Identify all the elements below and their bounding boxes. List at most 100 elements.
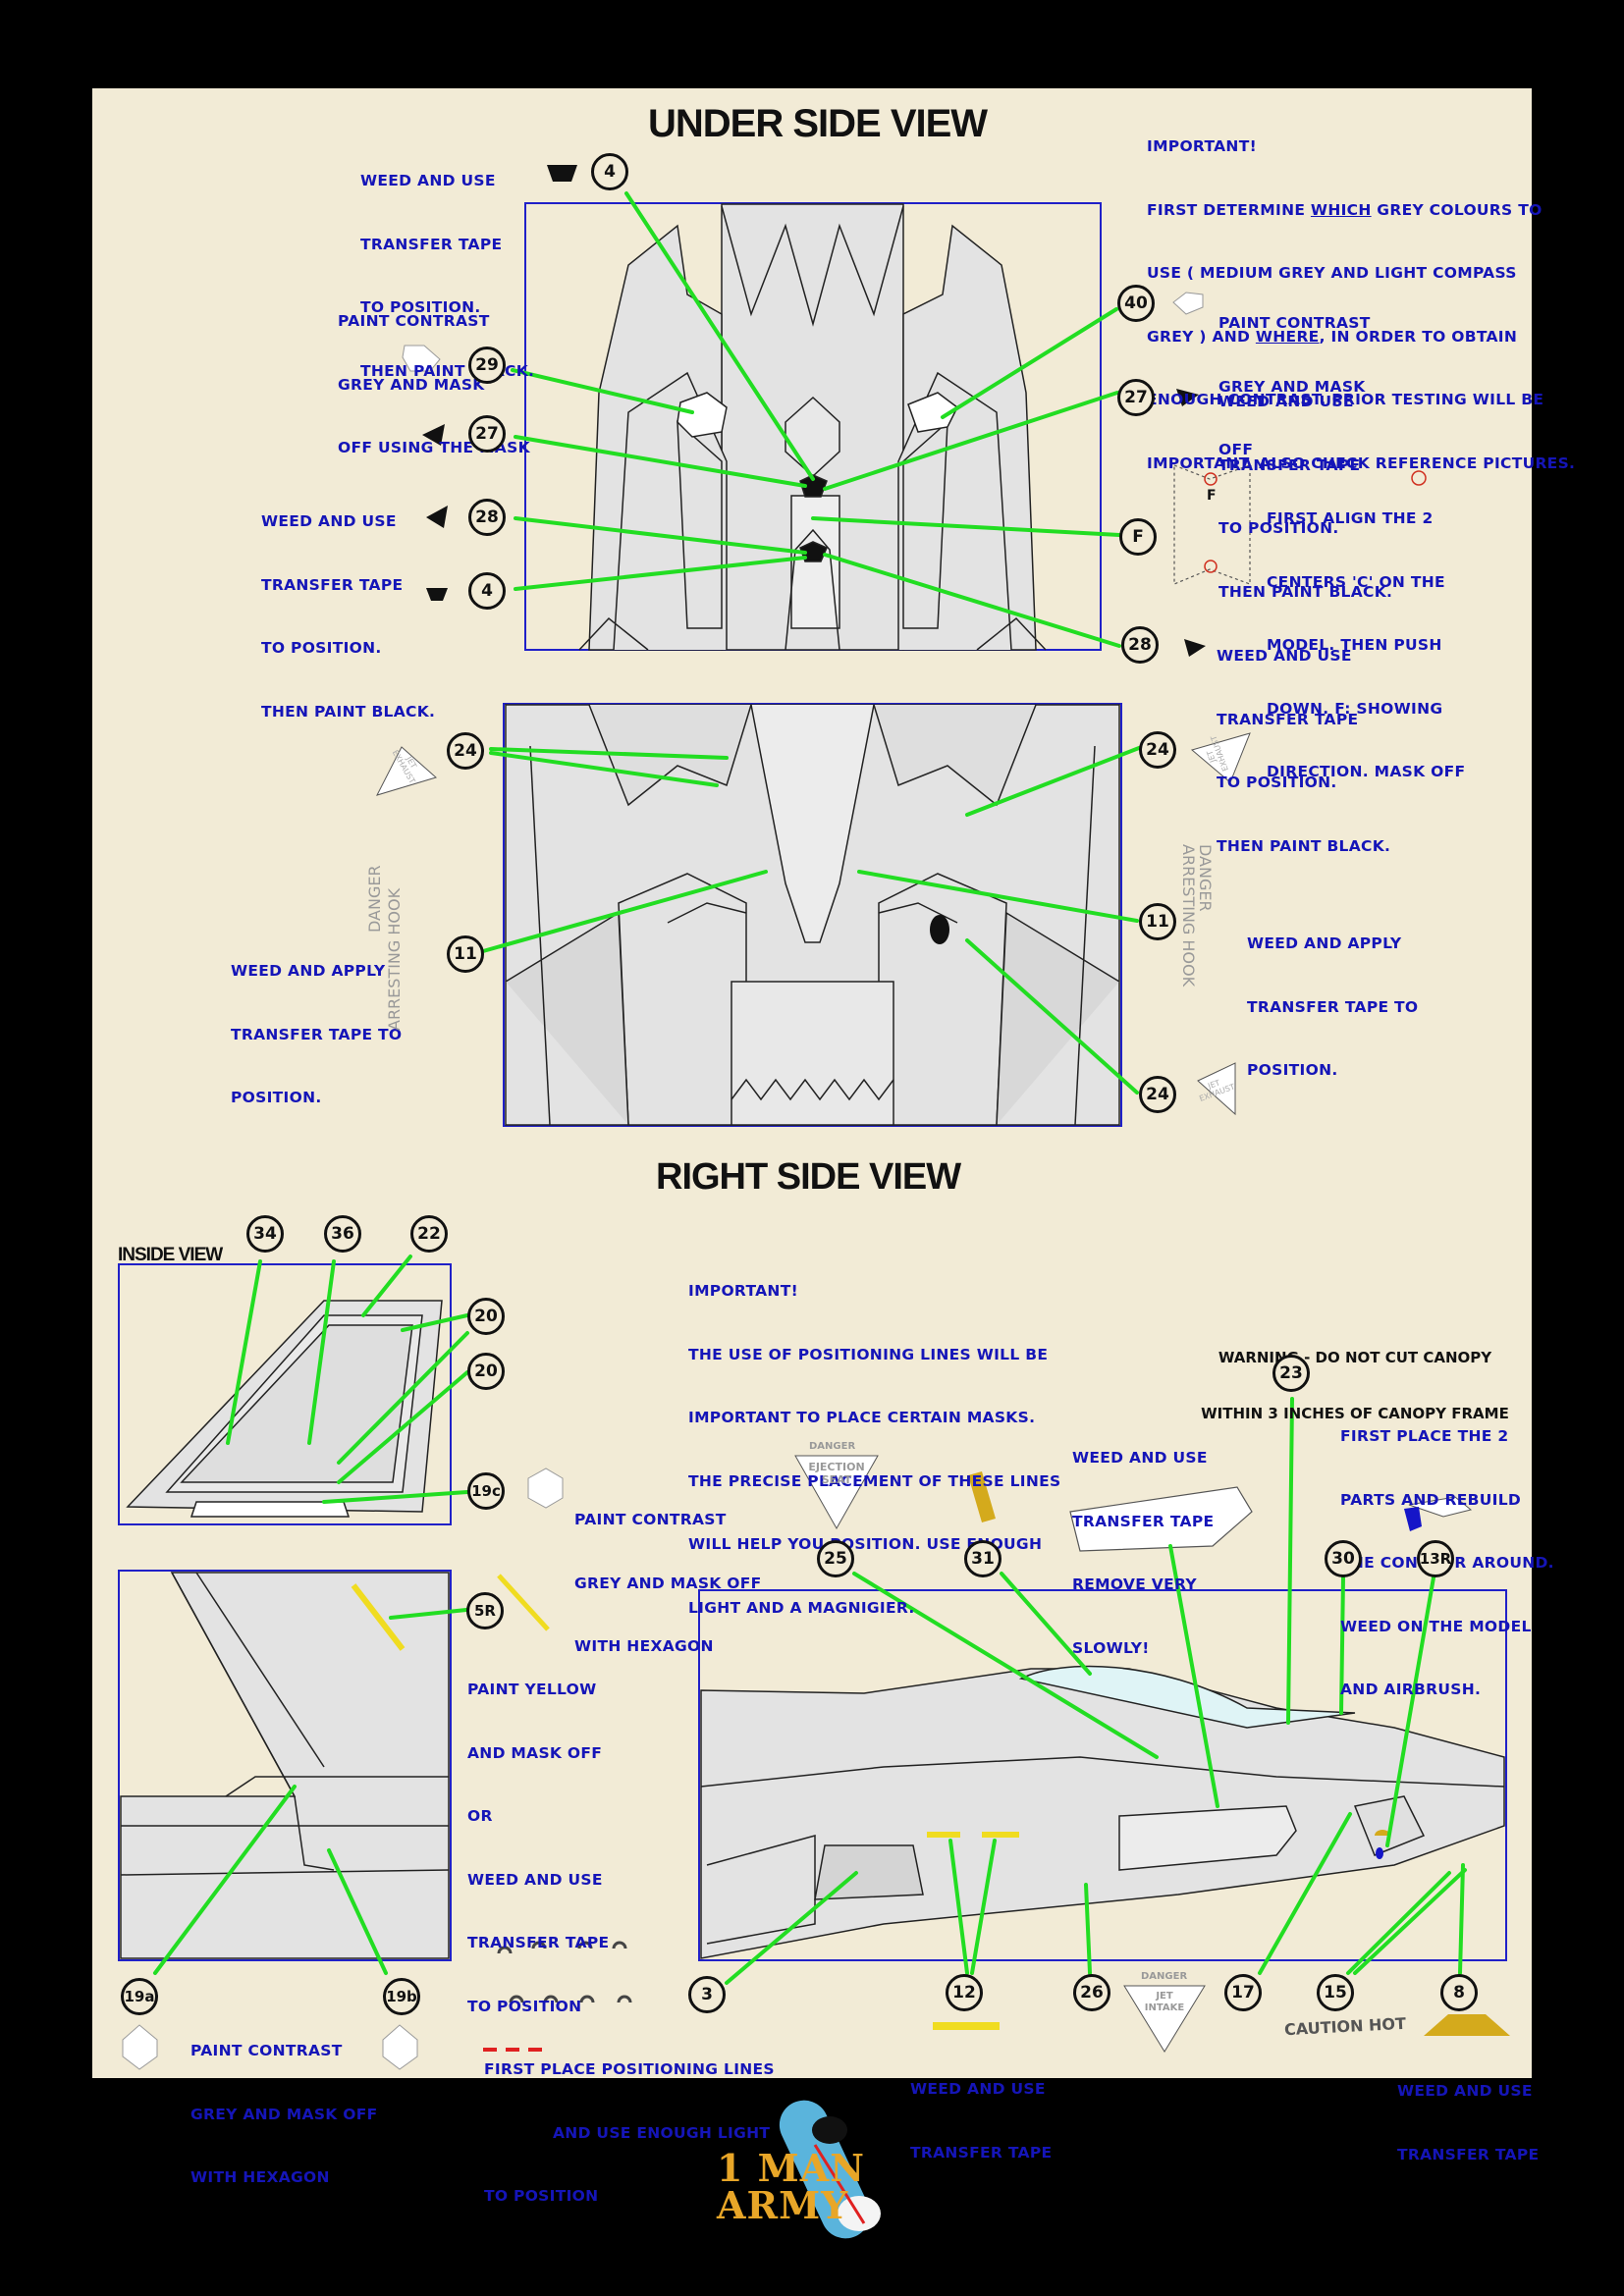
- note-text: POSITION.: [1247, 1061, 1338, 1079]
- callout-24-right-bottom[interactable]: 24: [1139, 1076, 1176, 1113]
- callout-26[interactable]: 26: [1073, 1974, 1110, 2011]
- note-text: OR: [467, 1807, 493, 1825]
- trapezoid-marker-4-top: [547, 165, 577, 182]
- hex-mask-29-decal: [402, 345, 441, 372]
- weed-paint-black-note-27: WEED AND USE TRANSFER TAPE TO POSITION. …: [1218, 349, 1392, 624]
- callout-24-right-top[interactable]: 24: [1139, 731, 1176, 769]
- logo-text: 1 MAN ARMY: [717, 2150, 865, 2224]
- callout-f[interactable]: F: [1119, 518, 1157, 556]
- weed-transfer-tape-note-8: WEED AND USE TRANSFER TAPE: [1397, 2039, 1539, 2187]
- note-text: WEED AND USE: [1218, 393, 1354, 410]
- callout-30[interactable]: 30: [1325, 1540, 1362, 1577]
- weed-remove-slowly-note: WEED AND USE TRANSFER TAPE REMOVE VERY S…: [1072, 1406, 1214, 1681]
- callout-19c[interactable]: 19c: [467, 1472, 505, 1510]
- callout-28-right[interactable]: 28: [1121, 626, 1159, 664]
- note-text: THEN PAINT BLACK.: [1217, 836, 1391, 855]
- callout-3[interactable]: 3: [688, 1976, 726, 2013]
- callout-17[interactable]: 17: [1224, 1974, 1262, 2011]
- paint-yellow-note: PAINT YELLOW AND MASK OFF OR WEED AND US…: [467, 1637, 609, 2039]
- weed-paint-black-note-top: WEED AND USE TRANSFER TAPE TO POSITION. …: [360, 129, 534, 403]
- note-text: WEED AND USE: [1217, 647, 1352, 665]
- note-text: PAINT YELLOW: [467, 1681, 597, 1698]
- f-direction-label: F: [1207, 488, 1217, 504]
- align-f-note: FIRST ALIGN THE 2 CENTERS 'C' ON THE MOD…: [1267, 466, 1465, 804]
- note-text: WEED ON THE MODEL: [1340, 1617, 1532, 1635]
- callout-23[interactable]: 23: [1272, 1355, 1310, 1392]
- note-text: GREY AND MASK OFF: [190, 2105, 378, 2123]
- note-text: AND AIRBRUSH.: [1340, 1681, 1482, 1698]
- note-text: IMPORTANT TO PLACE CERTAIN MASKS.: [688, 1409, 1036, 1426]
- mask-f-decal: [1173, 464, 1251, 585]
- callout-5r[interactable]: 5R: [466, 1592, 504, 1629]
- callout-11-right[interactable]: 11: [1139, 903, 1176, 940]
- hex-mask-19a: [122, 2024, 158, 2070]
- callout-11-left[interactable]: 11: [447, 935, 484, 973]
- note-text: TRANSFER TAPE TO: [1247, 997, 1419, 1016]
- note-text: TO POSITION.: [1217, 774, 1337, 791]
- note-text: THEN PAINT BLACK.: [360, 361, 535, 380]
- underside-top-panel: [524, 202, 1102, 651]
- callout-24-left[interactable]: 24: [447, 732, 484, 770]
- jet-intake-label: JET INTAKE: [1144, 1991, 1185, 2013]
- note-text: TO POSITION: [484, 2187, 599, 2205]
- note-text: PAINT CONTRAST: [338, 312, 490, 330]
- callout-31[interactable]: 31: [964, 1540, 1001, 1577]
- callout-8[interactable]: 8: [1440, 1974, 1478, 2011]
- positioning-marks: [497, 1941, 632, 2003]
- note-text: TRANSFER TAPE: [360, 235, 503, 253]
- danger-label-hook-left: DANGER: [365, 865, 384, 933]
- callout-29[interactable]: 29: [468, 347, 506, 384]
- callout-13r[interactable]: 13R: [1417, 1540, 1454, 1577]
- callout-20-b[interactable]: 20: [467, 1353, 505, 1390]
- warning-text: WARNING - DO NOT CUT CANOPY: [1218, 1349, 1492, 1366]
- note-text: PARTS AND REBUILD: [1340, 1490, 1522, 1509]
- logo-line-1: 1 MAN: [717, 2146, 865, 2190]
- callout-27-left[interactable]: 27: [468, 415, 506, 453]
- note-text: WEED AND USE: [261, 512, 397, 530]
- callout-25[interactable]: 25: [817, 1540, 854, 1577]
- callout-19b[interactable]: 19b: [383, 1978, 420, 2015]
- paint-contrast-hexagon-note-19c: PAINT CONTRAST GREY AND MASK OFF WITH HE…: [574, 1468, 762, 1679]
- callout-34[interactable]: 34: [246, 1215, 284, 1253]
- note-text: GREY AND MASK: [338, 375, 485, 394]
- underside-top-airframe: [578, 203, 1047, 651]
- rebuild-contour-mask: [1404, 1496, 1473, 1531]
- hook-mark: [930, 915, 949, 944]
- note-text: DOWN. F: SHOWING: [1267, 699, 1443, 718]
- note-text: LIGHT AND A MAGNIGIER.: [688, 1598, 915, 1617]
- note-text: PAINT CONTRAST: [1218, 314, 1371, 332]
- triangle-marker-28-right: [1184, 639, 1206, 657]
- callout-4-left[interactable]: 4: [468, 572, 506, 610]
- callout-20-a[interactable]: 20: [467, 1298, 505, 1335]
- callout-36[interactable]: 36: [324, 1215, 361, 1253]
- ejection-seat-stencil: [794, 1455, 879, 1530]
- callout-12[interactable]: 12: [946, 1974, 983, 2011]
- weed-apply-transfer-note-right: WEED AND APPLY TRANSFER TAPE TO POSITION…: [1247, 891, 1418, 1102]
- note-text: REMOVE VERY: [1072, 1575, 1197, 1593]
- inside-view-panel: [118, 1263, 452, 1525]
- canopy-frame-mask: [1069, 1486, 1253, 1552]
- note-text: USE ( MEDIUM GREY AND LIGHT COMPASS: [1147, 264, 1517, 282]
- note-text: WEED AND USE: [1072, 1449, 1208, 1467]
- important-positioning-note: IMPORTANT! THE USE OF POSITIONING LINES …: [688, 1239, 1060, 1640]
- callout-27-right[interactable]: 27: [1117, 379, 1155, 416]
- weed-transfer-tape-note-12: WEED AND USE TRANSFER TAPE: [910, 2037, 1052, 2185]
- gold-mask-31: [968, 1471, 996, 1522]
- danger-label-ejection: DANGER: [809, 1441, 856, 1452]
- callout-4-top[interactable]: 4: [591, 153, 628, 190]
- note-text: TRANSFER TAPE: [261, 575, 404, 594]
- callout-28-left[interactable]: 28: [468, 499, 506, 536]
- hex-mask-29: [677, 392, 728, 438]
- note-text: IMPORTANT!: [688, 1282, 798, 1300]
- note-text: FIRST ALIGN THE 2: [1267, 509, 1434, 527]
- hex-mask-40-decal: [1172, 292, 1204, 315]
- note-text: FIRST PLACE THE 2: [1340, 1427, 1509, 1445]
- callout-22[interactable]: 22: [410, 1215, 448, 1253]
- callout-15[interactable]: 15: [1317, 1974, 1354, 2011]
- jet-exhaust-stencil-right-top: [1190, 732, 1251, 783]
- note-text: WEED AND APPLY: [1247, 934, 1402, 952]
- callout-40[interactable]: 40: [1117, 285, 1155, 322]
- trapezoid-marker-4-left: [426, 588, 448, 601]
- weed-apply-transfer-note-left: WEED AND APPLY TRANSFER TAPE TO POSITION…: [231, 919, 402, 1130]
- callout-19a[interactable]: 19a: [121, 1978, 158, 2015]
